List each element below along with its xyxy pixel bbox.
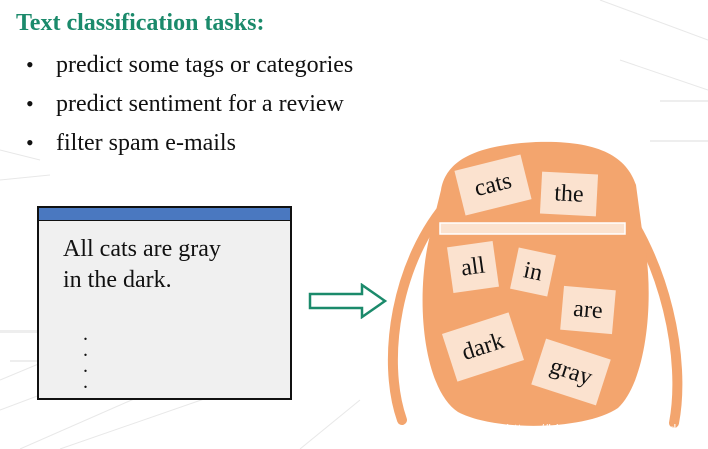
word-tag-the: the: [539, 171, 599, 217]
ellipsis-dot: .: [83, 323, 88, 345]
bullet-icon: •: [26, 52, 34, 77]
document-window: All cats are gray in the dark. . . . .: [37, 206, 292, 400]
document-titlebar: [39, 208, 290, 221]
word-tag-all: all: [447, 241, 499, 293]
list-item-text: predict sentiment for a review: [56, 91, 344, 117]
ellipsis-dot: .: [83, 371, 88, 393]
ellipsis-dot: .: [83, 339, 88, 361]
watermark: https://blog.csdn.net/tinymd: [506, 421, 677, 437]
list-item-text: filter spam e-mails: [56, 130, 236, 156]
bullet-icon: •: [26, 130, 34, 155]
ellipsis-dots: . . . .: [83, 323, 88, 393]
ellipsis-dot: .: [83, 355, 88, 377]
document-text: All cats are gray in the dark.: [63, 234, 221, 296]
right-arrow-icon: [308, 283, 388, 319]
document-line-1: All cats are gray: [63, 236, 221, 262]
slide-title: Text classification tasks:: [16, 10, 265, 36]
list-item-text: predict some tags or categories: [56, 52, 354, 78]
word-tag-are: are: [560, 285, 616, 335]
document-line-2: in the dark.: [63, 267, 172, 293]
bullet-icon: •: [26, 91, 34, 116]
